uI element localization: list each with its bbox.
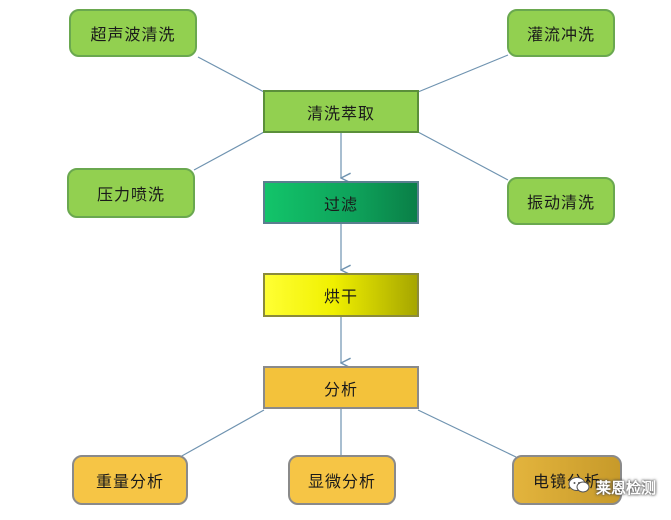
node-microscopic-analysis: 显微分析 xyxy=(288,455,396,505)
node-ultrasonic-cleaning: 超声波清洗 xyxy=(69,9,197,57)
connector-gravimetric xyxy=(179,409,265,458)
node-analysis: 分析 xyxy=(263,366,419,409)
node-gravimetric-analysis: 重量分析 xyxy=(72,455,188,505)
wechat-icon xyxy=(568,476,590,498)
node-pressure-spray: 压力喷洗 xyxy=(67,168,195,218)
node-drying: 烘干 xyxy=(263,273,419,317)
watermark: 莱恩检测 xyxy=(568,476,656,498)
node-cleaning-extraction: 清洗萃取 xyxy=(263,90,419,133)
node-filtration: 过滤 xyxy=(263,181,419,224)
connector-vibration xyxy=(417,131,509,181)
connector-electron xyxy=(417,409,517,458)
node-vibration-cleaning: 振动清洗 xyxy=(507,177,615,225)
connector-pressure xyxy=(193,131,265,171)
connector-ultrasonic xyxy=(197,56,265,93)
connector-flush xyxy=(417,54,509,93)
watermark-text: 莱恩检测 xyxy=(596,478,657,497)
node-flush-cleaning: 灌流冲洗 xyxy=(507,9,615,57)
